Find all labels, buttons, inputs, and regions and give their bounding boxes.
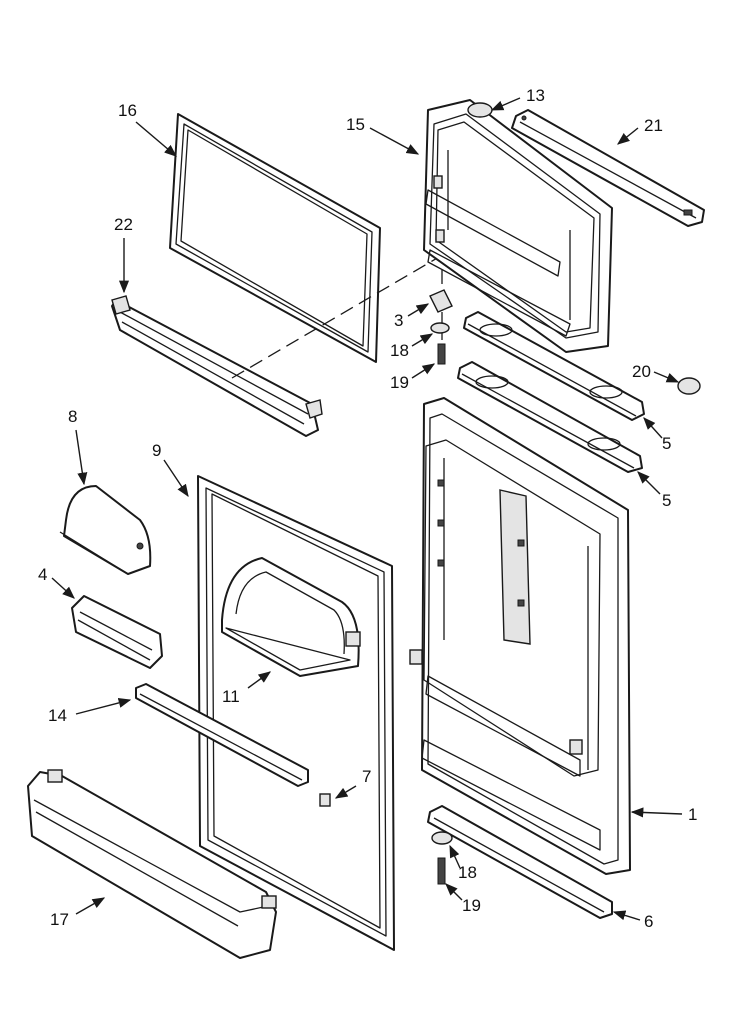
callout-22: 22 [114, 215, 133, 234]
callout-18-lower: 18 [458, 863, 477, 882]
part-19-screw-upper [437, 343, 446, 365]
callout-11: 11 [222, 687, 240, 706]
part-15-freezer-door [423, 99, 613, 353]
part-7-clip [319, 793, 331, 807]
callout-14: 14 [48, 706, 67, 725]
part-20-cap [677, 377, 701, 395]
callout-21: 21 [644, 116, 663, 135]
part-18-washer-upper [430, 322, 450, 334]
callout-16: 16 [118, 101, 137, 120]
callout-15: 15 [346, 115, 365, 134]
lower-hinge-hardware [431, 831, 453, 885]
upper-hinge-hardware [429, 289, 453, 365]
callout-8: 8 [68, 407, 77, 426]
part-13-plug [467, 102, 493, 118]
callout-5-lower: 5 [662, 491, 671, 510]
callout-13: 13 [526, 86, 545, 105]
part-22-freezer-shelf [111, 295, 323, 437]
callout-19-upper: 19 [390, 373, 409, 392]
part-21-door-trim [511, 109, 705, 227]
callout-9: 9 [152, 441, 161, 460]
part-19-screw-lower [437, 857, 446, 885]
part-11-dairy-bin [221, 557, 361, 677]
part-18-washer-lower [431, 831, 453, 845]
alignment-line [231, 225, 493, 379]
part-3-hinge [429, 289, 453, 313]
callout-7: 7 [362, 767, 371, 786]
part-14-trim-strip [135, 683, 309, 787]
callout-17: 17 [50, 910, 69, 929]
leader-lines [51, 97, 683, 921]
part-8-dairy-door [59, 485, 152, 575]
callout-18-upper: 18 [390, 341, 409, 360]
part-5-handle-upper [463, 311, 645, 421]
callout-20: 20 [632, 362, 651, 381]
part-5-handle-lower [457, 361, 643, 473]
callout-5-upper: 5 [662, 434, 671, 453]
callout-1: 1 [688, 805, 697, 824]
part-4-door-bin [71, 595, 163, 669]
callout-labels: 16 22 15 13 21 3 18 19 20 5 5 8 9 4 11 1… [38, 86, 697, 931]
part-6-bottom-trim [427, 805, 613, 919]
callout-6: 6 [644, 912, 653, 931]
part-1-refrigerator-door [409, 397, 631, 875]
part-17-lower-door-bin [27, 769, 277, 959]
callout-3: 3 [394, 311, 403, 330]
callout-19-lower: 19 [462, 896, 481, 915]
callout-4: 4 [38, 565, 47, 584]
part-16-freezer-gasket [169, 113, 381, 363]
